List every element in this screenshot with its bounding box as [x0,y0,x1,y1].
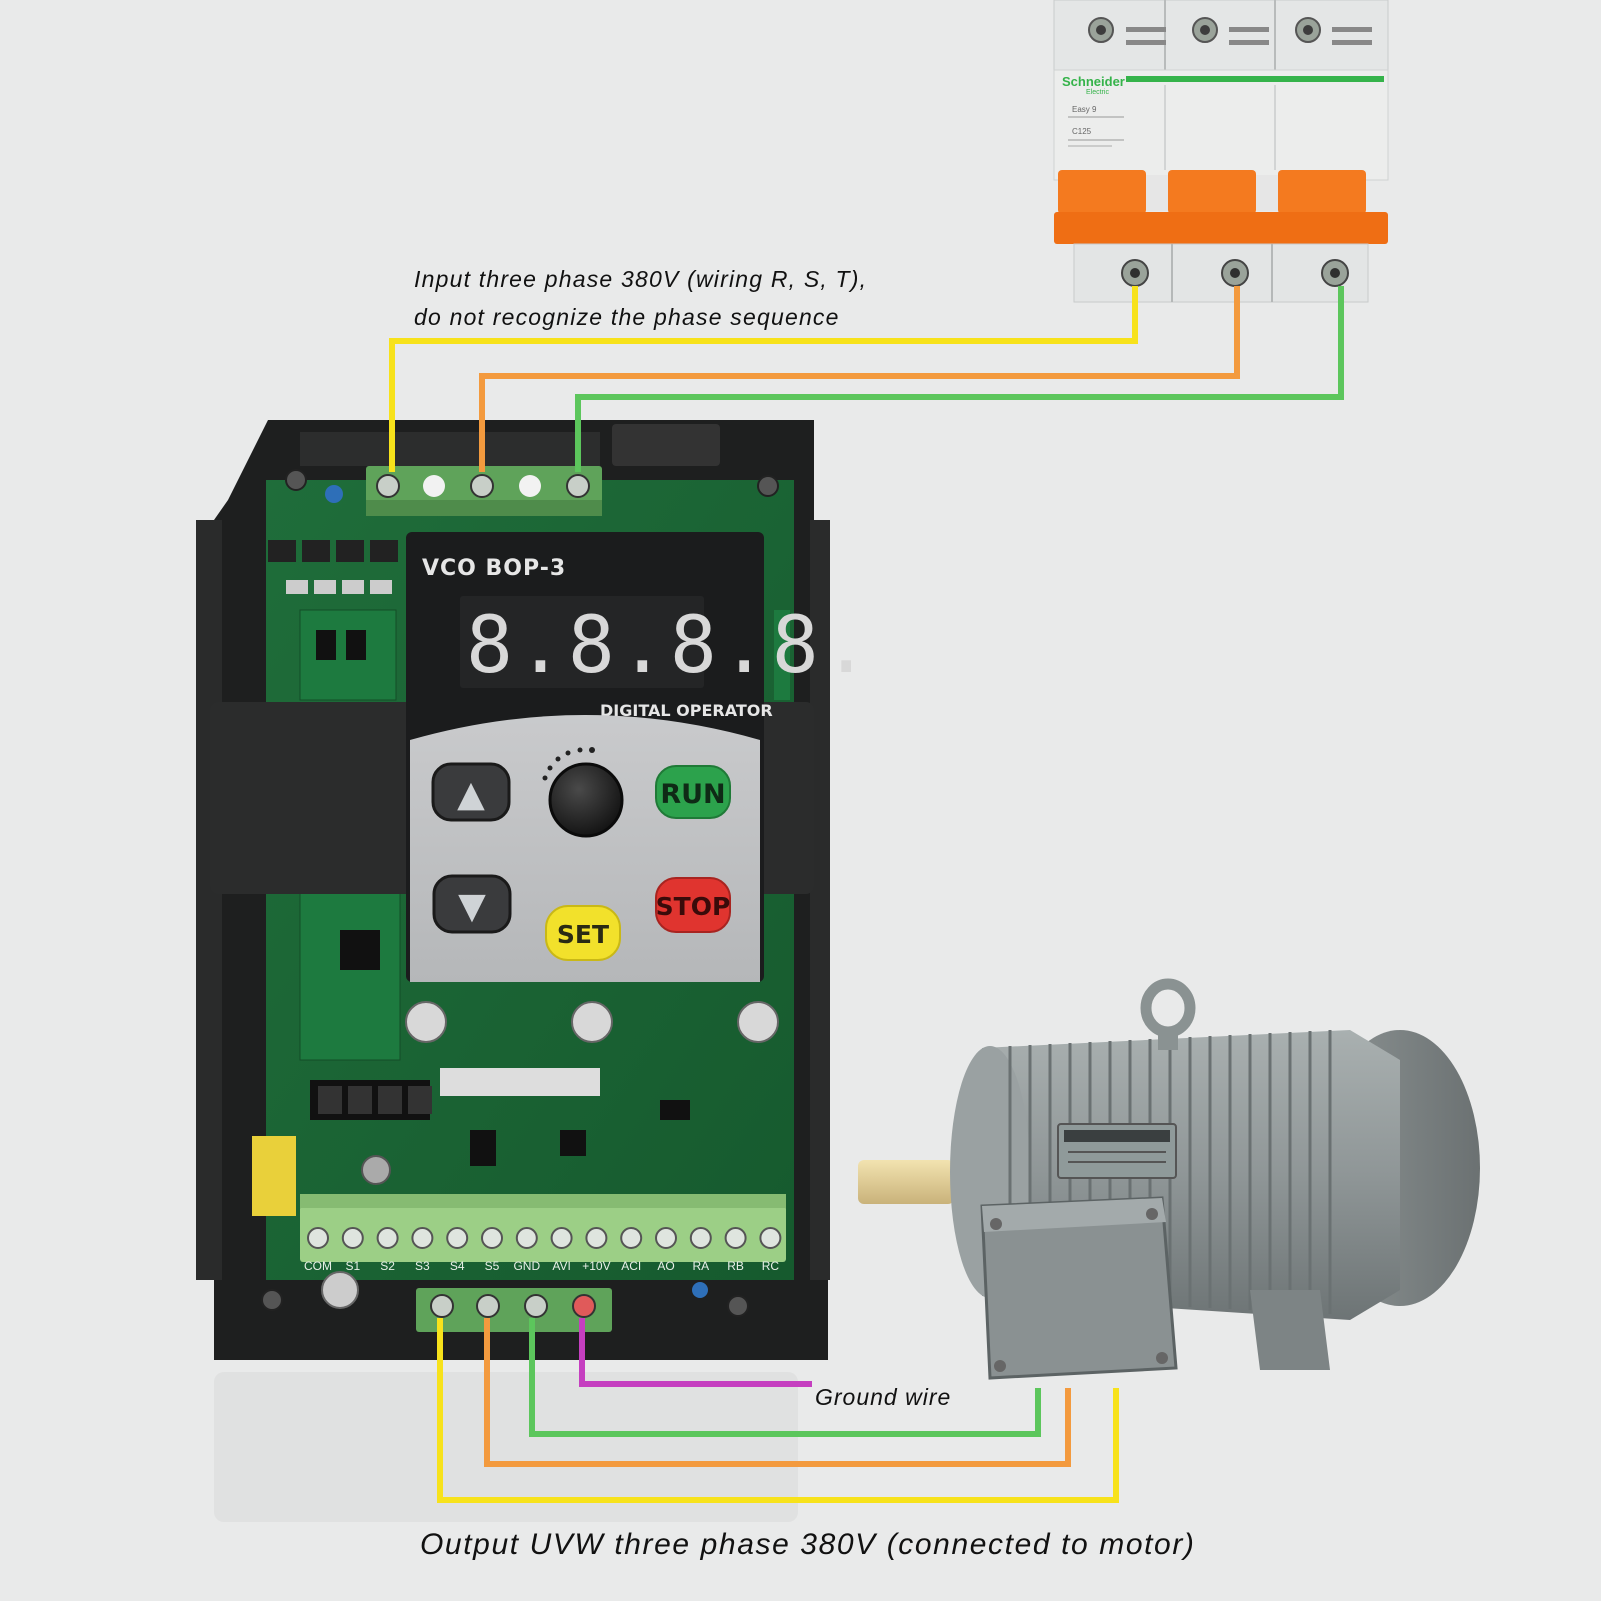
terminal-screw [585,1227,608,1249]
input-wire-yellow [389,286,1138,472]
terminal-screw [376,1227,399,1249]
terminal-label: S4 [450,1259,465,1273]
set-button[interactable]: SET [545,905,621,961]
terminal-screw [307,1227,329,1249]
breaker-model: Easy 9 [1072,105,1097,114]
set-label: SET [557,920,609,949]
keypad-model: VCO BOP-3 [422,556,566,581]
terminal-screw [655,1227,677,1249]
terminal-label: COM [304,1259,332,1273]
breaker-brand-sub: Electric [1086,89,1109,96]
input-caption: Input three phase 380V (wiring R, S, T),… [414,260,867,336]
breaker-orange-bar [1054,212,1388,244]
motor-terminal-box [980,1196,1178,1380]
stop-button[interactable]: STOP [655,877,731,933]
circuit-breaker: Schneider Electric Easy 9 C125 [1053,0,1389,303]
input-caption-line1: Input three phase 380V (wiring R, S, T), [414,266,868,292]
breaker-toggle-handles [1058,170,1366,214]
up-arrow-icon: ▲ [457,774,485,815]
terminal-label: AO [657,1259,674,1273]
pcb-components [252,469,790,1317]
terminal-screw [515,1227,538,1249]
ground-wire-label: Ground wire [815,1384,952,1410]
input-wire-orange [479,286,1240,472]
terminal-label: ACI [621,1259,641,1273]
terminal-screw [411,1227,434,1249]
terminal-label: RB [727,1259,744,1273]
terminal-label: S2 [380,1259,395,1273]
terminal-label: GND [513,1259,540,1273]
breaker-bottom-screws [1121,259,1349,287]
terminal-label: AVI [552,1259,570,1273]
terminal-screw [759,1227,782,1249]
stop-label: STOP [656,892,731,921]
terminal-screw [550,1227,573,1249]
breaker-brand: Schneider [1062,74,1125,89]
breaker-green-stripe [1126,76,1384,82]
terminal-label: RA [692,1259,709,1273]
output-wires [437,1318,1119,1503]
run-label: RUN [660,779,725,810]
terminal-screw [341,1227,364,1249]
terminal-label: S1 [345,1259,360,1273]
breaker-rating: C125 [1072,127,1092,136]
frequency-inverter: VCO BOP-3 8.8.8.8. DIGITAL OPERATOR ▲ ▼ [196,420,874,1522]
input-wires [389,286,1344,472]
up-button[interactable]: ▲ [431,762,511,822]
led-display-digits: 8.8.8.8. [466,601,874,691]
terminal-screw [446,1227,469,1249]
motor-shaft [858,1160,954,1204]
breaker-top-screws [1088,17,1372,45]
down-arrow-icon: ▼ [458,886,486,927]
input-wire-green [575,286,1344,472]
ground-wire-magenta [579,1318,812,1387]
down-button[interactable]: ▼ [432,874,512,934]
control-terminal-screws [307,1227,782,1249]
output-wire-yellow [437,1318,1119,1503]
control-terminal-block: COM S1 S2 S3 S4 S5 GND AVI +10V ACI AO RA RB RC [300,1194,786,1273]
digital-operator-keypad: VCO BOP-3 8.8.8.8. DIGITAL OPERATOR ▲ ▼ [406,532,874,982]
terminal-screw [620,1227,643,1249]
output-wire-green [529,1318,1041,1437]
terminal-screw [689,1227,712,1249]
terminal-label: RC [762,1259,780,1273]
run-button[interactable]: RUN [655,765,731,819]
terminal-label: +10V [582,1259,610,1273]
inverter-reflection [214,1372,798,1522]
motor-foot [1250,1290,1330,1370]
led-display [460,596,704,688]
terminal-screw [481,1227,503,1249]
output-terminal-block [416,1288,612,1332]
speed-knob[interactable] [542,747,624,838]
input-terminal-block [366,466,602,516]
control-terminal-labels: COM S1 S2 S3 S4 S5 GND AVI +10V ACI AO RA RB RC [304,1259,779,1273]
output-wire-orange [484,1318,1071,1467]
pcb-capacitor-yellow [252,1136,296,1216]
terminal-screw [724,1227,747,1249]
keypad-subtitle: DIGITAL OPERATOR [600,701,773,720]
output-caption: Output UVW three phase 380V (connected t… [420,1528,1196,1561]
electric-motor [858,978,1480,1380]
terminal-label: S5 [485,1259,500,1273]
lifting-eye-icon [1140,978,1196,1050]
terminal-label: S3 [415,1259,430,1273]
input-caption-line2: do not recognize the phase sequence [414,304,840,330]
